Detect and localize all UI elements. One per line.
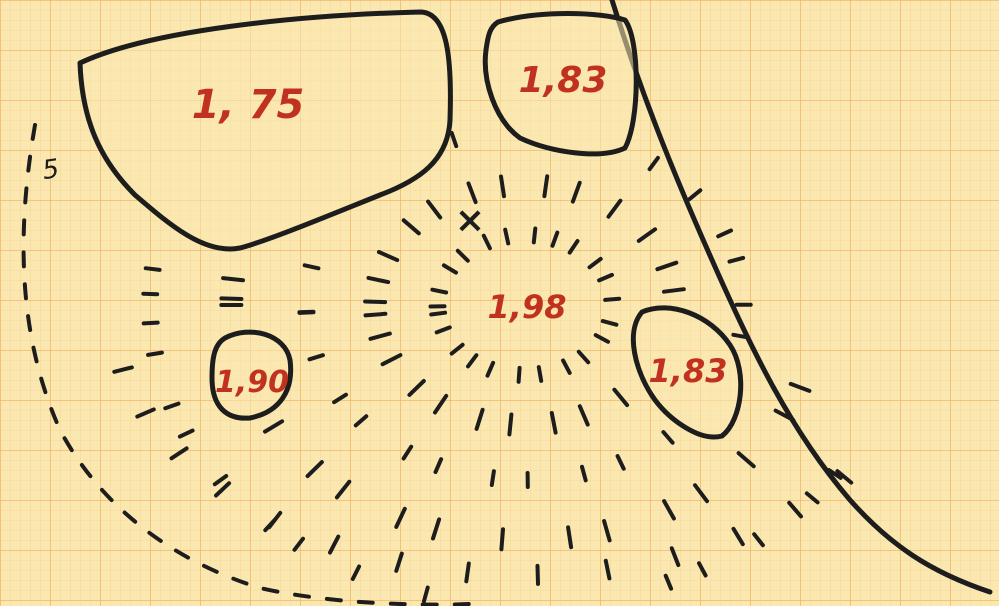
hatch-stroke [539, 367, 541, 381]
region-label-lower-left: 1,90 [215, 365, 289, 400]
hatch-stroke [501, 529, 503, 549]
hatch-stroke [365, 302, 385, 303]
hatch-stroke [544, 176, 547, 196]
region-label-upper-left: 1, 75 [192, 82, 305, 128]
hatch-stroke [534, 229, 536, 243]
hatch-stroke [366, 314, 386, 316]
hatch-stroke [146, 268, 160, 270]
hatch-stroke [733, 335, 747, 338]
hatch-stroke [519, 368, 520, 382]
hatch-stroke [144, 323, 158, 324]
region-label-upper-middle: 1,83 [519, 60, 608, 101]
hatch-stroke [300, 312, 314, 313]
hatch-stroke [509, 415, 511, 435]
hatch-stroke [143, 294, 157, 295]
hatch-stroke [605, 299, 619, 300]
hatch-stroke [431, 313, 445, 315]
hatch-stroke [664, 289, 684, 292]
hatch-stroke [432, 290, 446, 293]
hatch-stroke [223, 278, 243, 280]
region-label-center-peak: 1,98 [488, 288, 567, 326]
hatch-stroke [538, 566, 539, 584]
hatch-stroke [492, 471, 494, 485]
cross-mark: × [455, 200, 485, 241]
region-label-lower-right: 1,83 [649, 352, 728, 390]
hatch-stroke [466, 564, 469, 582]
hatch-stroke [221, 298, 241, 299]
hatch-stroke [148, 353, 162, 355]
